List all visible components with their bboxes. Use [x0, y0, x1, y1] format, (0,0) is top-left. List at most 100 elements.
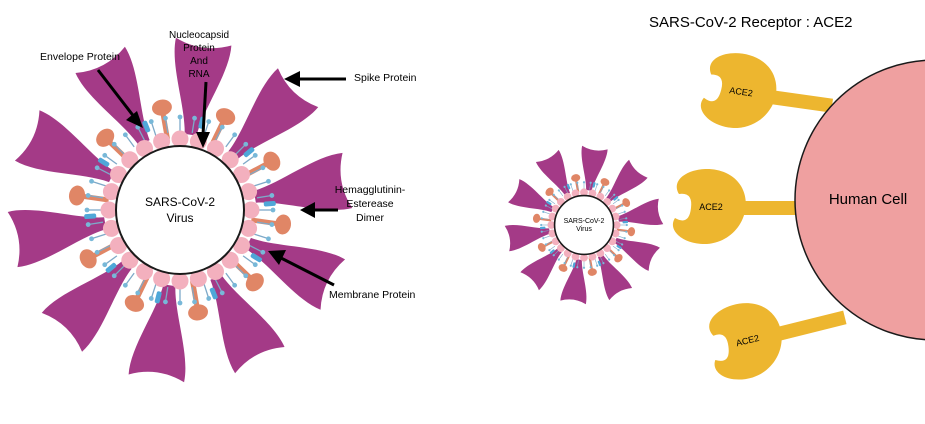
envelope-shape [613, 196, 619, 201]
membrane-head [111, 273, 117, 279]
membrane-head [102, 262, 108, 268]
membrane-stalk [609, 194, 615, 200]
annotation-hemagglutinin: Hemagglutinin- Esterease Dimer [300, 184, 406, 224]
membrane-head [625, 230, 628, 233]
bead-shape [548, 229, 557, 238]
membrane-protein [576, 260, 579, 269]
membrane-protein [569, 183, 574, 191]
label-spike-protein: Spike Protein [354, 72, 417, 84]
nucleocapsid-bead [611, 229, 620, 238]
envelope-protein [263, 200, 276, 207]
nucleocapsid-bead [548, 229, 557, 238]
spike-shape [128, 284, 186, 383]
nucleocapsid-bead [207, 140, 224, 158]
envelope-shape [592, 182, 596, 188]
membrane-head [540, 230, 543, 233]
membrane-head [623, 237, 626, 240]
envelope-protein [572, 262, 576, 268]
spike-shape [174, 37, 232, 136]
nucleocapsid-bead [171, 130, 189, 148]
membrane-head [602, 262, 605, 265]
ace2-head [700, 53, 777, 128]
membrane-protein [540, 223, 549, 227]
label-nucleocapsid-2: Protein [183, 43, 215, 54]
membrane-head [102, 152, 108, 158]
membrane-protein [548, 245, 556, 252]
membrane-protein [94, 244, 111, 255]
hema-head [245, 273, 264, 292]
bead-shape [580, 188, 588, 197]
membrane-head [84, 207, 90, 213]
membrane-protein [102, 255, 118, 268]
envelope-protein [539, 226, 546, 230]
annotation-spike: Spike Protein [284, 71, 417, 87]
membrane-protein [225, 272, 238, 288]
hema-head [614, 254, 623, 263]
membrane-stalk [234, 264, 246, 276]
bead-shape [207, 262, 224, 280]
hema-head [263, 151, 281, 171]
membrane-head [206, 119, 212, 124]
arrow-membrane [280, 256, 335, 287]
membrane-stalk [92, 233, 107, 240]
membrane-protein [563, 185, 568, 194]
membrane-protein [163, 286, 169, 305]
nucleocapsid-bead [242, 201, 260, 219]
membrane-protein [89, 178, 107, 187]
label-hemagglutinin-2: Esterease [346, 198, 393, 210]
spike-shape [520, 248, 562, 291]
membrane-protein [203, 283, 212, 301]
membrane-stalk [92, 180, 107, 187]
human-cell [794, 59, 925, 341]
nucleocapsid-bead [153, 132, 171, 150]
membrane-stalk [564, 187, 568, 194]
membrane-stalk [191, 119, 196, 134]
ace2-receptor: ACE2 [709, 303, 847, 380]
hema-head [545, 187, 554, 196]
membrane-stalk [150, 122, 157, 137]
envelope-protein [613, 196, 619, 201]
bead-shape [153, 132, 171, 150]
membrane-stalk [553, 250, 559, 256]
bead-shape [100, 201, 118, 219]
membrane-protein [548, 198, 556, 205]
nucleocapsid-bead [153, 270, 171, 288]
envelope-protein [243, 147, 255, 158]
membrane-stalk [570, 259, 574, 266]
membrane-stalk [543, 211, 550, 215]
spike-protein [614, 237, 660, 271]
membrane-head [569, 264, 572, 267]
envelope-shape [250, 253, 262, 263]
membrane-stalk [577, 260, 579, 267]
membrane-protein [619, 217, 628, 220]
ace2-stalk [723, 201, 818, 215]
envelope-protein [546, 200, 552, 206]
label-hemagglutinin-1: Hemagglutinin- [335, 184, 406, 196]
membrane-head [243, 273, 249, 279]
bead-shape [240, 219, 258, 237]
membrane-head [177, 300, 183, 306]
membrane-head [192, 115, 197, 121]
membrane-stalk [618, 235, 625, 239]
membrane-protein [234, 264, 249, 279]
nucleocapsid-bead [240, 183, 258, 201]
membrane-head [266, 178, 271, 184]
membrane-protein [258, 207, 276, 213]
membrane-head [177, 114, 183, 120]
spike-shape [14, 110, 115, 183]
membrane-stalk [225, 135, 235, 148]
rna-ring [115, 145, 245, 275]
membrane-stalk [214, 279, 223, 293]
hema-head [188, 304, 209, 321]
membrane-protein [594, 259, 599, 267]
hema-head [622, 198, 631, 207]
annotation-nucleocapsid: Nucleocapsid Protein And RNA [169, 30, 229, 148]
envelope-shape [243, 147, 255, 158]
membrane-stalk [600, 187, 604, 194]
membrane-protein [256, 193, 275, 199]
membrane-stalk [564, 256, 568, 263]
nucleocapsid-bead [588, 189, 597, 198]
hema-head [215, 108, 236, 125]
membrane-protein [540, 230, 549, 233]
